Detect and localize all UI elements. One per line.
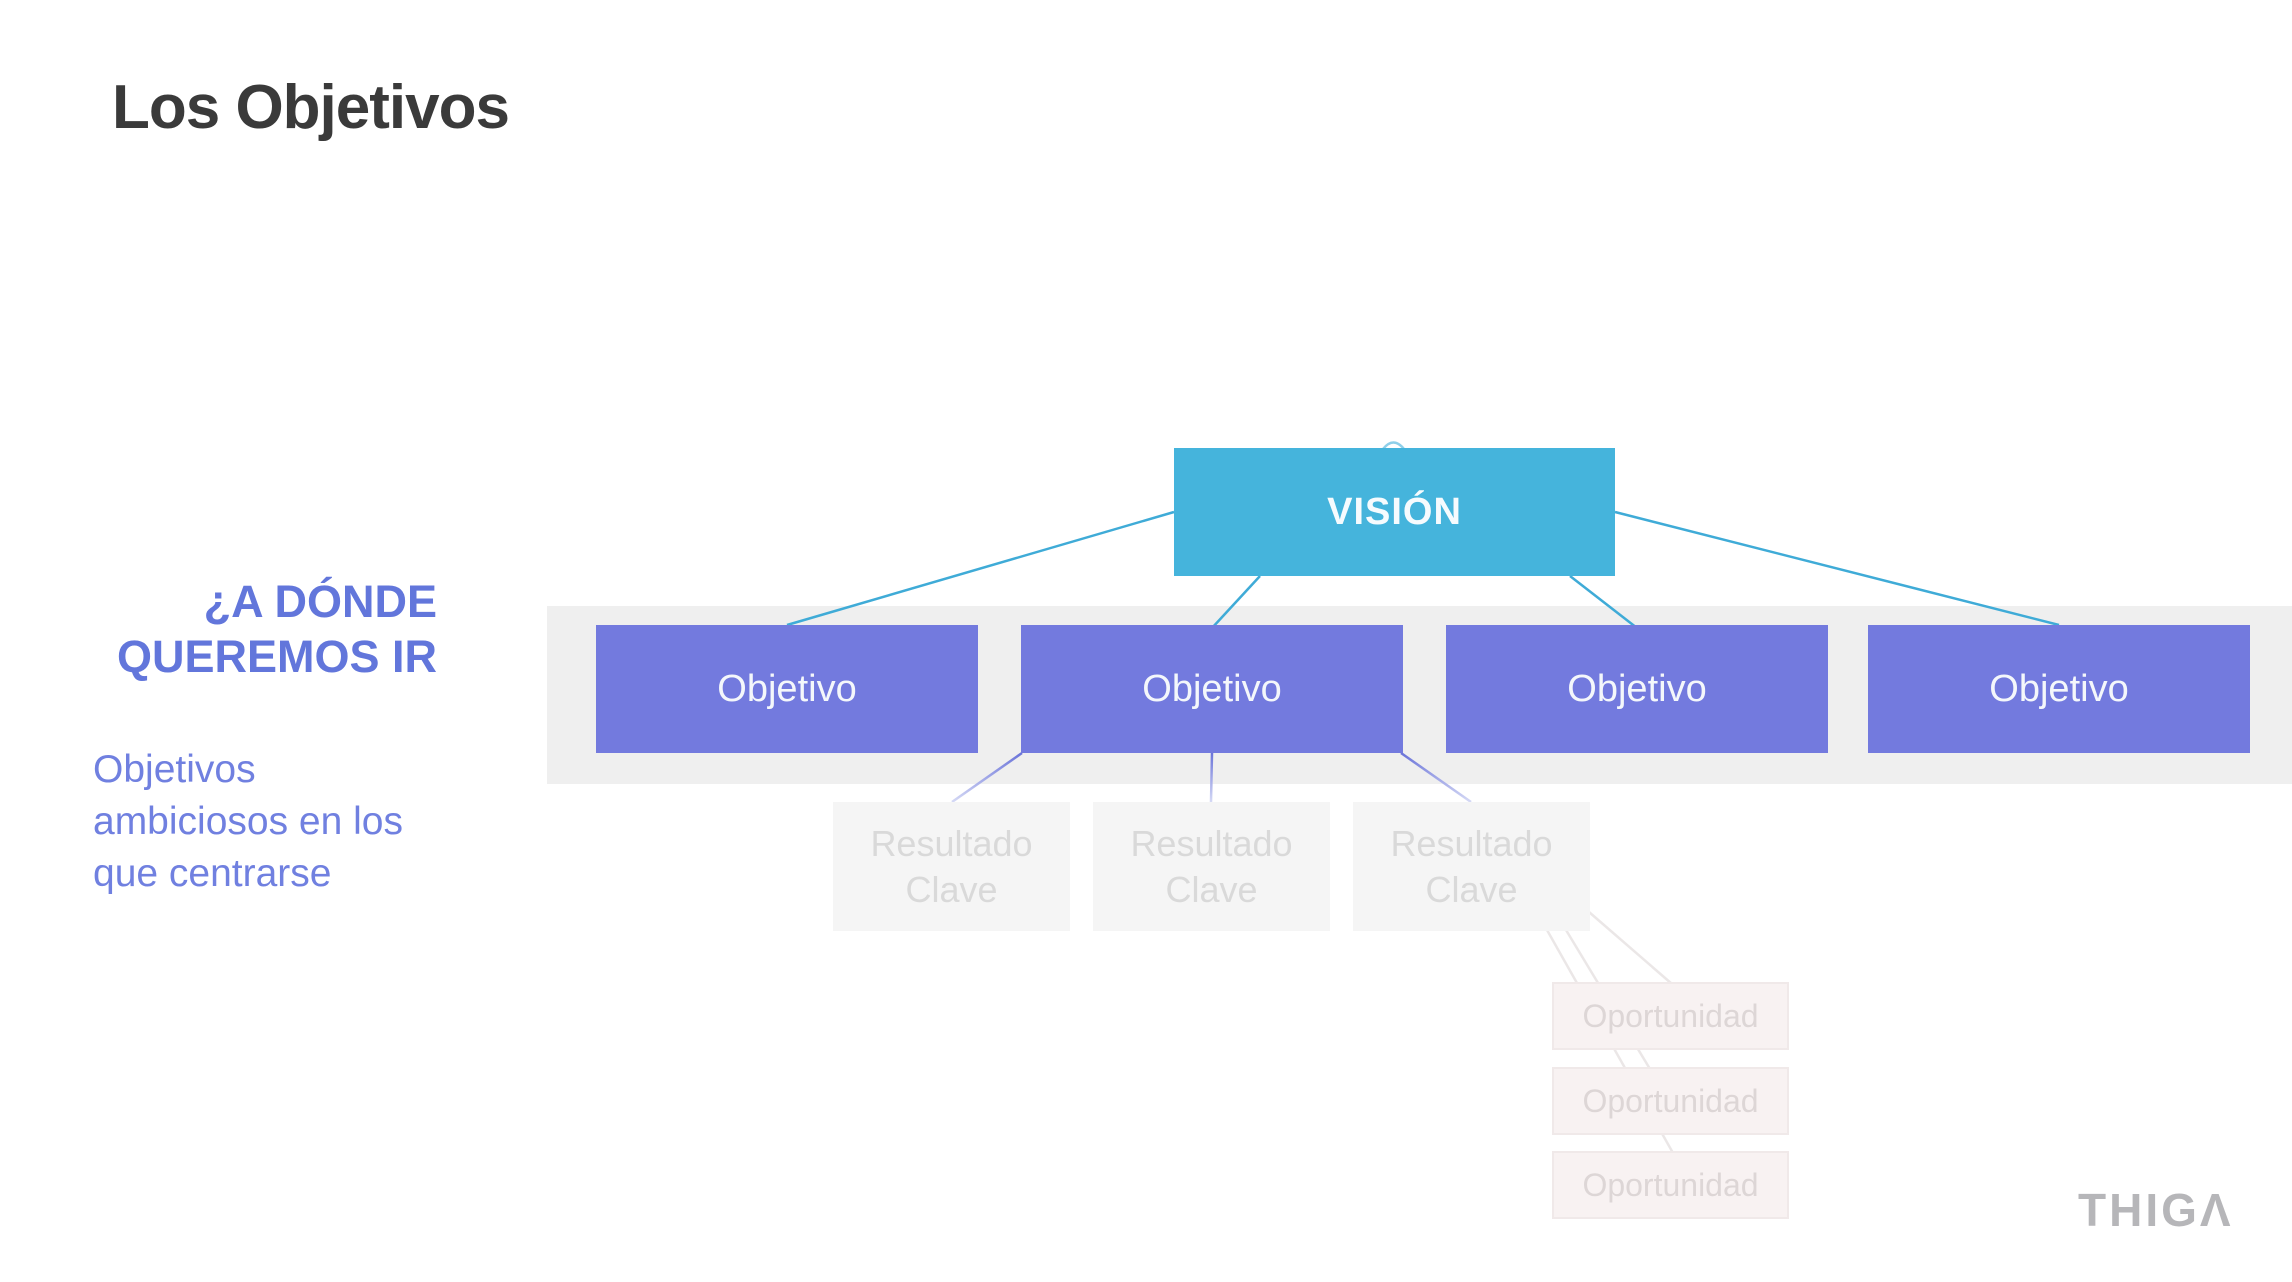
connector-vision-objetivo-2 [1211, 575, 1261, 629]
objetivo-label: Objetivo [717, 667, 857, 710]
resultado-clave-node-3: Resultado Clave [1353, 802, 1590, 931]
oportunidad-node-1: Oportunidad [1552, 982, 1789, 1050]
sidebar-body-line-1: Objetivos [93, 748, 256, 791]
oportunidad-label: Oportunidad [1582, 997, 1759, 1034]
connector-objetivo2-resultado-1 [951, 751, 1023, 804]
objetivo-node-3: Objetivo [1446, 625, 1828, 753]
vision-node: VISIÓN [1174, 448, 1615, 576]
resultado-clave-node-2: Resultado Clave [1093, 802, 1330, 931]
oportunidad-node-3: Oportunidad [1552, 1151, 1789, 1219]
oportunidad-label: Oportunidad [1582, 1082, 1759, 1119]
objetivo-node-4: Objetivo [1868, 625, 2250, 753]
connector-vision-objetivo-3 [1569, 575, 1638, 629]
connector-objetivo2-resultado-3 [1400, 751, 1472, 804]
objetivo-label: Objetivo [1142, 667, 1282, 710]
connector-vision-objetivo-4 [1614, 510, 2060, 627]
sidebar-headline-line-1: ¿A DÓNDE [203, 576, 437, 627]
sidebar-body-line-2: ambiciosos en los [93, 800, 403, 843]
connector-resultado3-oportunidad-1 [1588, 911, 1673, 985]
sidebar-headline-line-2: QUEREMOS IR [116, 631, 437, 682]
vision-label: VISIÓN [1327, 490, 1462, 533]
sidebar-headline: ¿A DÓNDE QUEREMOS IR [62, 574, 437, 684]
page-title: Los Objetivos [112, 73, 510, 142]
oportunidad-label: Oportunidad [1582, 1166, 1759, 1203]
oportunidad-node-2: Oportunidad [1552, 1067, 1789, 1135]
sidebar-body-text: Objetivos ambiciosos en los que centrars… [93, 744, 513, 900]
objetivo-label: Objetivo [1989, 667, 2129, 710]
sidebar-body-line-3: que centrarse [93, 852, 332, 895]
objetivo-node-1: Objetivo [596, 625, 978, 753]
resultado-clave-label: Resultado Clave [1390, 822, 1553, 910]
objetivo-node-2: Objetivo [1021, 625, 1403, 753]
resultado-clave-node-1: Resultado Clave [833, 802, 1070, 931]
vision-top-arc [1382, 441, 1405, 450]
connector-objetivo2-resultado-2 [1209, 752, 1214, 803]
connector-vision-objetivo-1 [786, 510, 1175, 627]
thiga-logo: THIGΛ [2078, 1184, 2234, 1236]
resultado-clave-label: Resultado Clave [870, 822, 1033, 910]
resultado-clave-label: Resultado Clave [1130, 822, 1293, 910]
objetivo-label: Objetivo [1567, 667, 1707, 710]
